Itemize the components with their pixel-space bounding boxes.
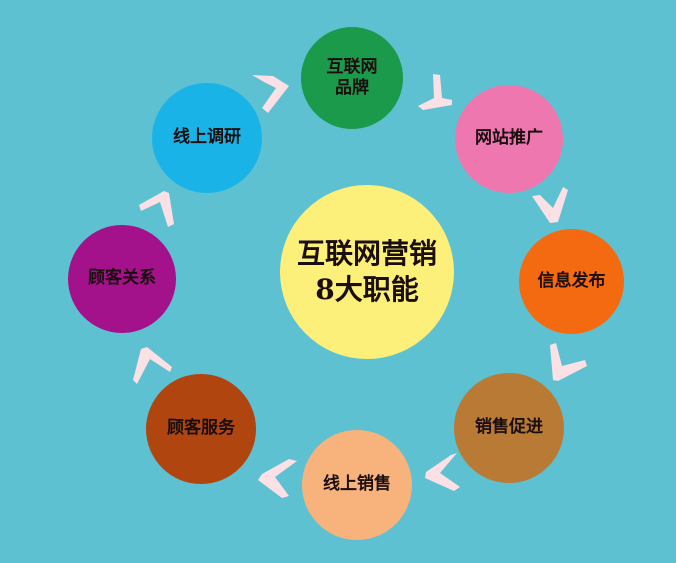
node-label: 线上调研 [173,127,241,148]
node-label: 信息发布 [537,270,606,291]
node-website-promotion: 网站推广 [455,85,563,193]
node-online-sales: 线上销售 [302,430,412,540]
node-online-research: 线上调研 [152,83,262,193]
node-internet-brand: 互联网 品牌 [301,27,403,129]
chevron-down-right-icon [418,74,452,110]
center-title: 互联网营销 8大职能 [296,236,437,306]
node-customer-relationship: 顾客关系 [68,225,176,333]
chevron-down-icon [532,187,568,223]
node-label: 线上销售 [323,474,391,495]
chevron-left-icon [425,453,460,491]
node-label: 顾客服务 [167,418,235,439]
node-sales-promotion: 销售促进 [454,373,564,483]
chevron-up-icon [139,191,174,227]
node-label: 顾客关系 [88,268,156,289]
chevron-right-icon [252,75,289,113]
node-label: 网站推广 [475,128,543,149]
center-circle: 互联网营销 8大职能 [280,185,454,359]
node-customer-service: 顾客服务 [146,374,256,484]
node-label: 互联网 品牌 [326,56,378,98]
chevron-up-left-icon [133,347,172,384]
chevron-left-icon [258,459,297,498]
node-label: 销售促进 [475,417,543,438]
node-information-release: 信息发布 [519,229,624,334]
chevron-down-left-icon [550,343,587,381]
